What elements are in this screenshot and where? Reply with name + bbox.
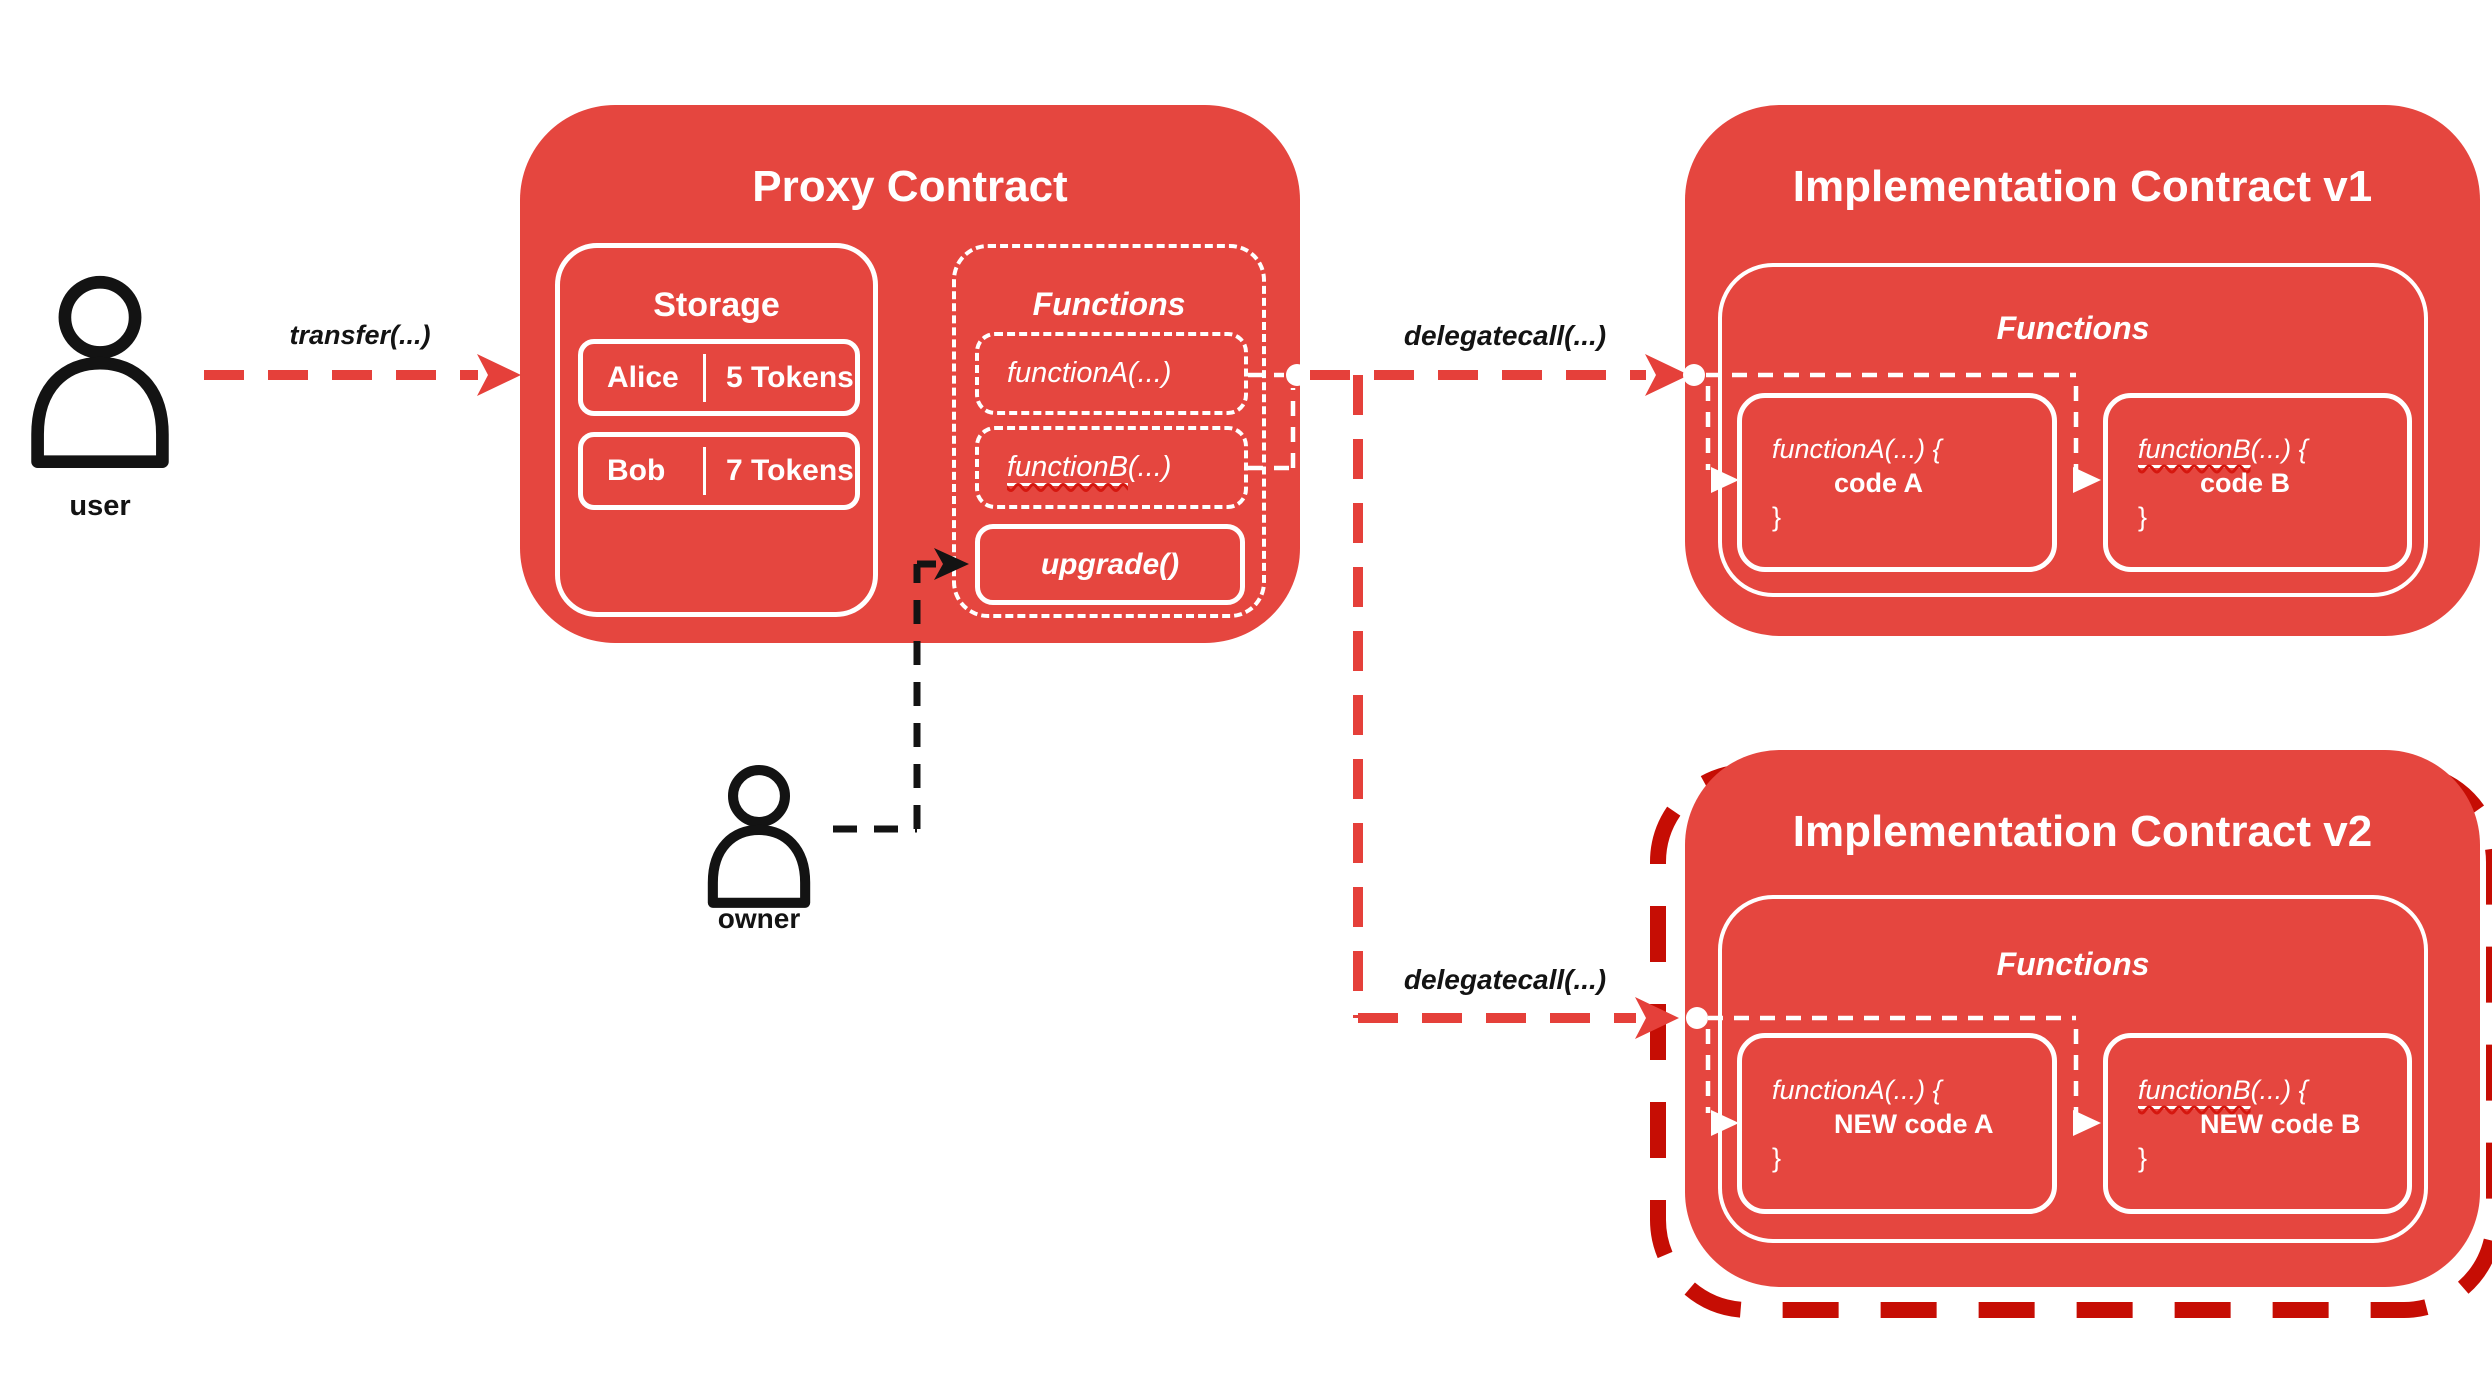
function-a-label: functionA(...) <box>1007 357 1172 389</box>
function-signature: functionA(...) { <box>1772 433 1942 464</box>
function-body: code B <box>2200 467 2291 498</box>
storage-row-value: 7 Tokens <box>726 454 854 487</box>
storage-row-name: Bob <box>607 454 666 487</box>
storage-row-bob: Bob 7 Tokens <box>578 432 860 510</box>
proxy-function-a: functionA(...) <box>975 332 1248 415</box>
impl-v1-functions-title: Functions <box>1996 310 2150 346</box>
impl-v2-function-a-box: functionA(...) { NEW code A } <box>1737 1033 2057 1214</box>
user-person-icon <box>31 275 169 468</box>
impl-v2-functions-title: Functions <box>1996 946 2150 982</box>
owner-label: owner <box>717 903 801 934</box>
function-signature: functionB(...) { <box>2138 1074 2308 1105</box>
impl-v2-function-b-box: functionB(...) { NEW code B } <box>2103 1033 2412 1214</box>
proxy-functions-title: Functions <box>1032 286 1186 322</box>
storage-title: Storage <box>653 286 780 324</box>
function-signature: functionB(...) { <box>2138 433 2308 464</box>
function-close: } <box>2138 501 2148 532</box>
storage-row-name: Alice <box>607 360 679 394</box>
proxy-contract-title: Proxy Contract <box>752 162 1068 211</box>
proxy-contract-box <box>520 105 1300 643</box>
delegatecall-v1-arrow-label: delegatecall(...) <box>1403 320 1607 351</box>
upgrade-box: upgrade() <box>975 524 1245 605</box>
storage-row-divider <box>703 447 706 495</box>
function-b-label: functionB(...) <box>1007 451 1172 483</box>
function-signature: functionA(...) { <box>1772 1074 1942 1105</box>
impl-v1-function-a-box: functionA(...) { code A } <box>1737 393 2057 572</box>
delegatecall-v2-arrowhead <box>1635 997 1679 1039</box>
function-close: } <box>2138 1142 2148 1173</box>
impl-v2-title: Implementation Contract v2 <box>1792 807 2373 856</box>
owner-person-icon <box>707 765 811 908</box>
transfer-arrow-label: transfer(...) <box>289 320 431 350</box>
impl-v1-box <box>1685 105 2480 636</box>
delegatecall-v2-arrow-label: delegatecall(...) <box>1403 964 1607 995</box>
upgrade-label: upgrade() <box>1040 547 1180 581</box>
function-body: NEW code B <box>2200 1108 2361 1139</box>
storage-box <box>555 243 878 617</box>
impl-v1-title: Implementation Contract v1 <box>1792 162 2373 211</box>
storage-row-divider <box>703 353 706 402</box>
function-close: } <box>1772 501 1782 532</box>
proxy-function-b: functionB(...) <box>975 426 1248 509</box>
storage-row-value: 5 Tokens <box>726 360 854 394</box>
function-body: NEW code A <box>1834 1108 1994 1139</box>
function-close: } <box>1772 1142 1782 1173</box>
impl-v1-function-b-box: functionB(...) { code B } <box>2103 393 2412 572</box>
delegatecall-v1-arrowhead <box>1645 354 1689 396</box>
function-body: code A <box>1834 467 1924 498</box>
user-label: user <box>69 490 131 522</box>
transfer-arrowhead <box>477 354 521 396</box>
storage-row-alice: Alice 5 Tokens <box>578 339 860 416</box>
